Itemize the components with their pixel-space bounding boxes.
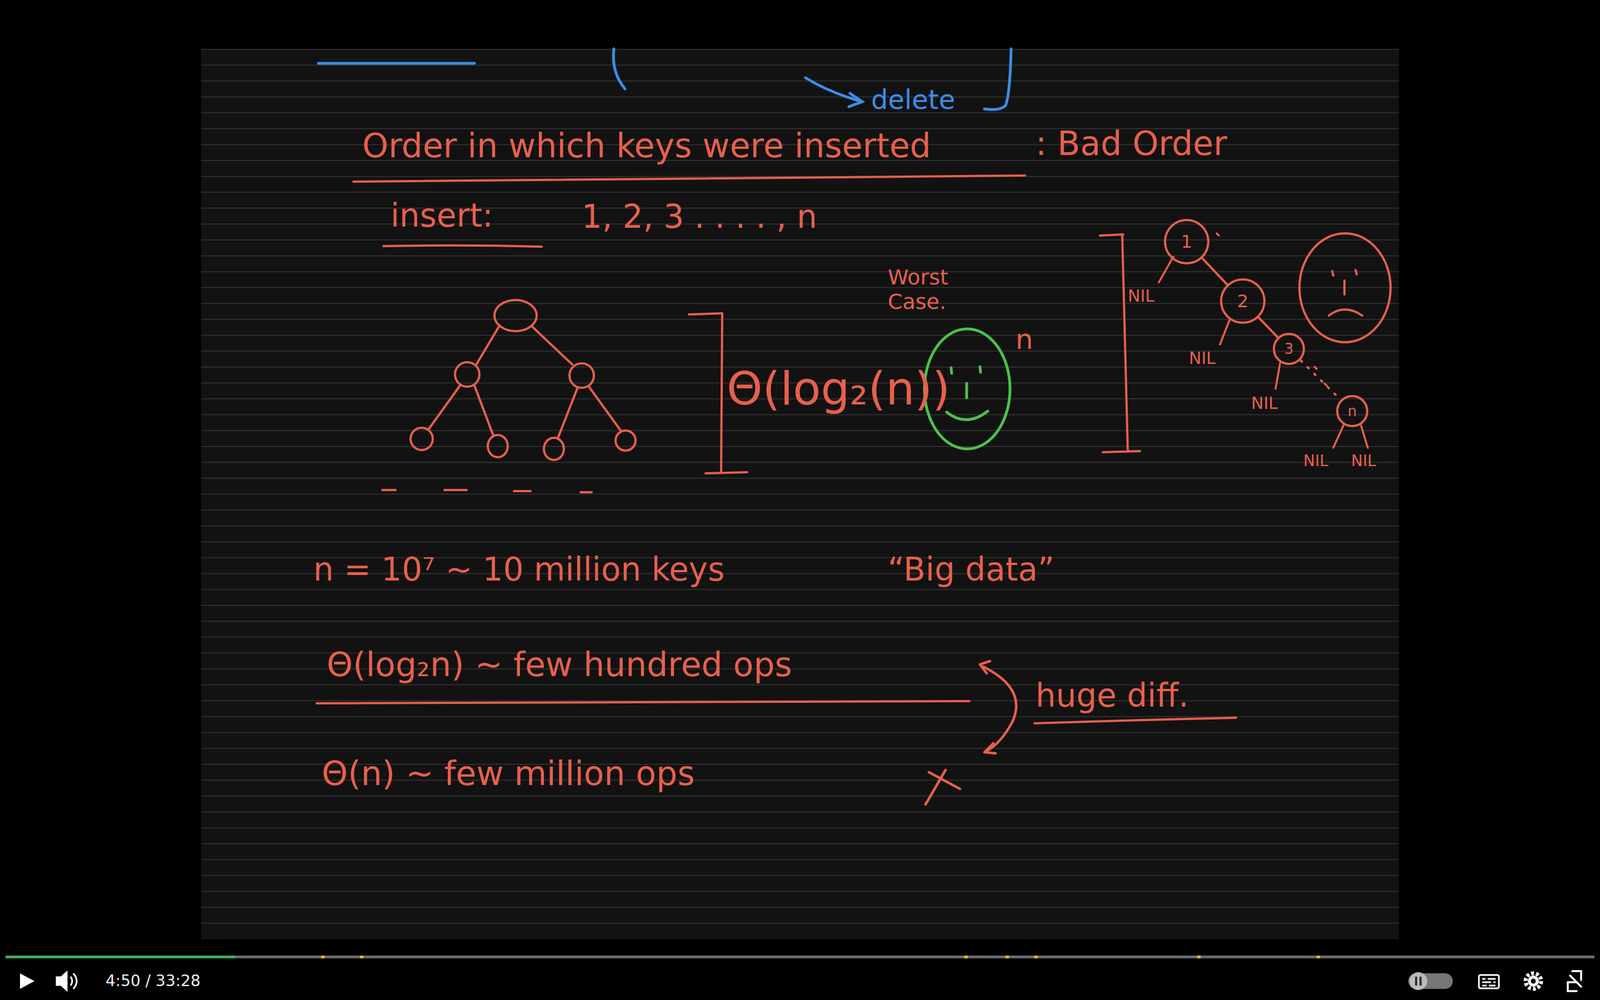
paper-rules: [201, 48, 1399, 939]
speed-toggle: [1408, 972, 1453, 990]
paper: [201, 48, 1399, 939]
tree-node: 2: [1219, 277, 1267, 325]
nil-leaders: [1158, 233, 1368, 448]
note-text: n = 10⁷ ~ 10 million keys: [313, 551, 725, 589]
node-key: 1: [1181, 232, 1193, 251]
note-text: Worst Case.: [887, 265, 966, 314]
sad-face: [1299, 233, 1391, 343]
tree-link: [1258, 317, 1278, 337]
nil-label: NIL: [1127, 286, 1155, 307]
tree-node: n: [1335, 394, 1369, 428]
nil-label: NIL: [1251, 393, 1278, 414]
captions-icon: [1478, 975, 1499, 989]
tree-node: 1: [1163, 218, 1210, 265]
tree-link: [1300, 360, 1340, 400]
exponent-text: n: [1015, 323, 1034, 357]
settings-icon: [1525, 973, 1542, 989]
complexity-text: Θ(log₂(n)): [726, 362, 950, 415]
diff-arrow: [980, 661, 1017, 754]
note-text: delete: [871, 84, 955, 115]
heading-text: Order in which keys were inserted: [362, 126, 932, 165]
brackets: [688, 234, 1140, 474]
complexity-text: Θ(log₂n) ~ few hundred ops: [326, 645, 793, 684]
volume-icon: [56, 972, 77, 990]
balanced-tree: [382, 300, 636, 493]
complexity-text: Θ(n) ~ few million ops: [321, 754, 695, 793]
heading-text: : Bad Order: [1035, 124, 1228, 163]
note-text: “Big data”: [887, 551, 1055, 589]
tree-link: [1202, 258, 1227, 285]
node-key: 2: [1237, 292, 1249, 310]
note-text: huge diff.: [1035, 677, 1189, 715]
underlines: [316, 175, 1237, 724]
player-bar: [5, 955, 1595, 992]
cross-mark: [925, 770, 960, 805]
time-display: 4:50 / 33:28: [105, 972, 201, 990]
nil-label: NIL: [1303, 452, 1329, 470]
nil-label: NIL: [1188, 348, 1216, 369]
note-text: insert:: [390, 197, 494, 235]
fullscreen-exit-icon: [1567, 971, 1582, 992]
node-key: n: [1347, 403, 1357, 419]
sequence-text: 1, 2, 3 . . . . , n: [581, 198, 818, 236]
tree-node: 3: [1272, 332, 1306, 366]
nil-label: NIL: [1351, 452, 1377, 470]
node-key: 3: [1284, 341, 1294, 357]
play-icon: [20, 973, 35, 989]
